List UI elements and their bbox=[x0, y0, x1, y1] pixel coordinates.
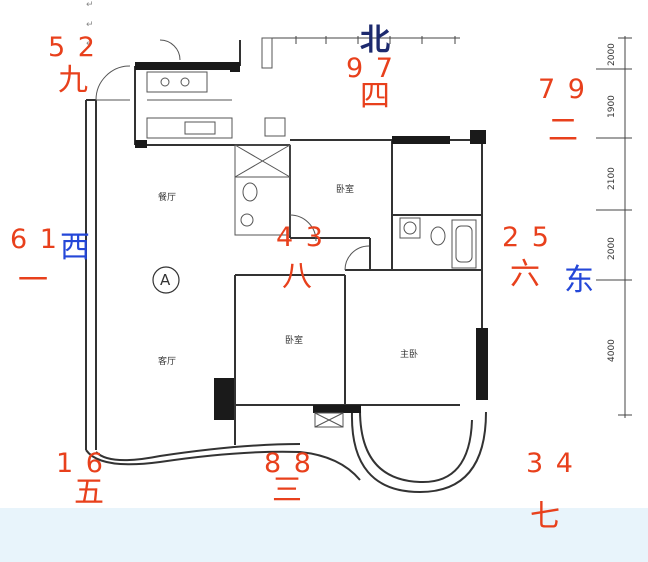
star-pair-w: 6 1 bbox=[10, 224, 59, 255]
direction-east: 东 bbox=[564, 263, 594, 298]
return-mark: ↵ bbox=[86, 0, 94, 10]
palace-sw: 五 bbox=[74, 475, 104, 510]
palace-se: 七 bbox=[530, 499, 560, 534]
bathroom-fixtures bbox=[234, 176, 477, 428]
direction-west: 西 bbox=[60, 230, 90, 265]
palace-n: 四 bbox=[360, 79, 390, 114]
star-pair-nw: 5 2 bbox=[48, 32, 97, 63]
top-wall bbox=[270, 36, 460, 44]
palace-nw: 九 bbox=[58, 63, 88, 98]
door-swings bbox=[95, 37, 370, 271]
dimension-label: 2000 bbox=[607, 43, 617, 66]
dimension-label: 2000 bbox=[607, 237, 617, 260]
star-pair-c: 4 3 bbox=[276, 222, 325, 253]
room-label-living: 客厅 bbox=[158, 357, 177, 367]
unit-marker-label: A bbox=[160, 271, 171, 289]
palace-s: 三 bbox=[272, 473, 302, 508]
palace-e: 六 bbox=[510, 257, 540, 292]
solid-walls bbox=[135, 62, 488, 420]
room-label-dining: 餐厅 bbox=[158, 193, 177, 203]
room-label-bedroom-top: 卧室 bbox=[336, 185, 355, 195]
kitchen-fixtures bbox=[146, 71, 291, 178]
dimension-label: 4000 bbox=[607, 339, 617, 362]
dimension-line bbox=[596, 36, 632, 418]
room-label-bedroom-mid: 卧室 bbox=[285, 336, 304, 346]
dimension-label: 2100 bbox=[607, 167, 617, 190]
star-pair-n: 9 7 bbox=[346, 53, 395, 84]
outer-walls bbox=[85, 40, 487, 494]
palace-c: 八 bbox=[282, 259, 312, 294]
return-mark: ↵ bbox=[86, 39, 94, 49]
room-label-master: 主卧 bbox=[400, 350, 419, 360]
star-pair-se: 3 4 bbox=[526, 448, 575, 479]
direction-north: 北 bbox=[360, 23, 390, 58]
palace-w: 一 bbox=[18, 263, 48, 298]
star-pair-e: 2 5 bbox=[502, 222, 551, 253]
unit-marker-circle bbox=[152, 266, 180, 294]
star-pair-sw: 1 6 bbox=[56, 448, 105, 479]
dimension-label: 1900 bbox=[607, 95, 617, 118]
bottom-band bbox=[0, 508, 648, 562]
star-pair-ne: 7 9 bbox=[538, 74, 587, 105]
return-mark: ↵ bbox=[86, 20, 94, 30]
palace-ne: 二 bbox=[548, 113, 578, 148]
star-pair-s: 8 8 bbox=[264, 448, 313, 479]
